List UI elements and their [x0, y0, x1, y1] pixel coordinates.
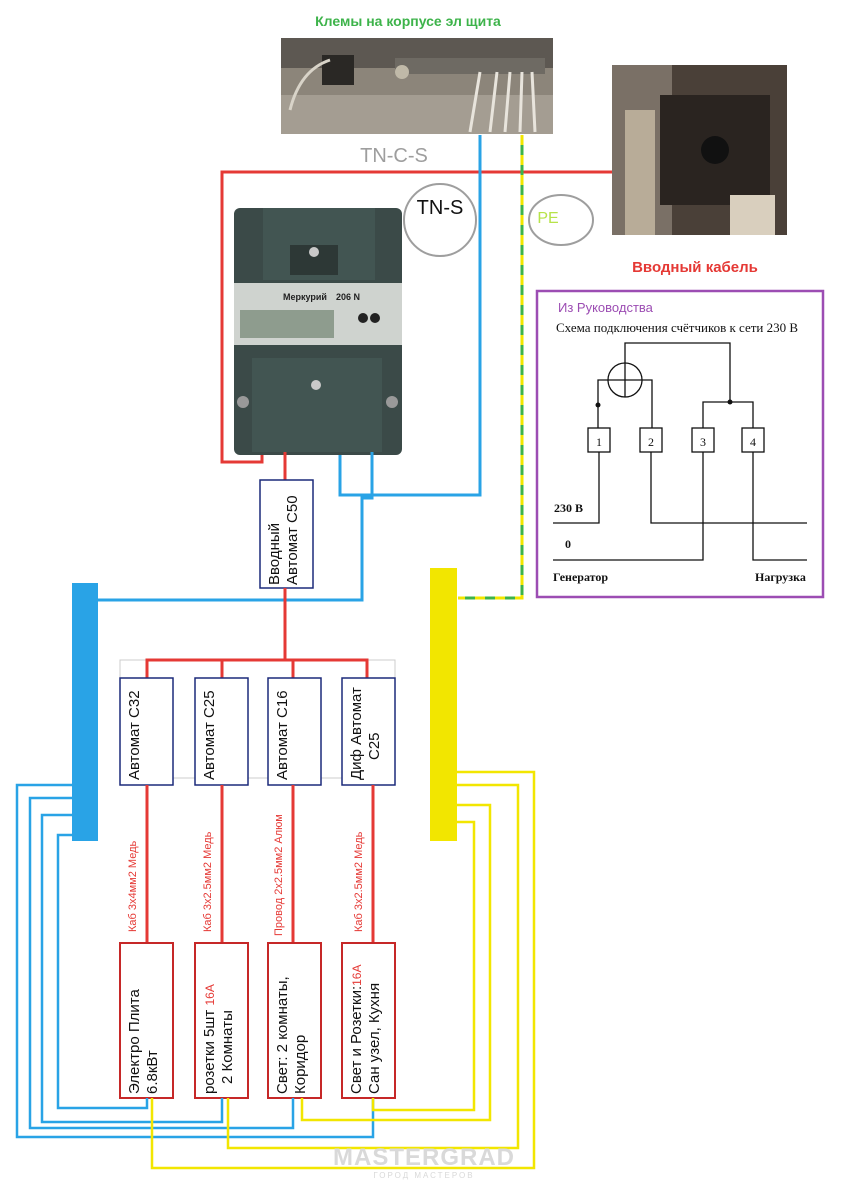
pe-return-wires	[150, 770, 536, 1170]
pe-label: PE	[537, 210, 558, 227]
load-kitchen	[341, 942, 396, 1099]
terminals-title: Клемы на корпусе эл щита	[315, 13, 501, 29]
load-kitchen-line2: Сан узел, Кухня	[366, 983, 383, 1094]
breaker-c16	[267, 677, 322, 786]
manual-panel	[535, 289, 825, 599]
load-sockets-line2: 2 Комнаты	[219, 1010, 236, 1084]
load-sockets-line1: розетки 5шт 16А	[201, 984, 218, 1094]
neutral-return-wires	[15, 783, 375, 1139]
manual-caption: Из Руководства	[558, 300, 654, 315]
main-breaker-box	[259, 479, 314, 589]
manual-terminal-2: 2	[648, 435, 654, 449]
manual-terminal-1: 1	[596, 435, 602, 449]
terminals-photo	[281, 38, 553, 134]
cable-label-1: Каб 3х4мм2 Медь	[127, 841, 139, 932]
load-light-line2: Коридор	[292, 1035, 309, 1094]
load-stove-line1: Электро Плита	[126, 989, 143, 1094]
manual-zero: 0	[565, 537, 571, 551]
load-light-line1: Свет: 2 комнаты,	[274, 976, 291, 1094]
breaker-c25	[194, 677, 249, 786]
pe-wire-green	[458, 135, 524, 600]
neutral-bus	[72, 583, 98, 841]
manual-terminal-4: 4	[750, 435, 756, 449]
neutral-to-bus	[98, 588, 364, 602]
load-stove-line2: 6.8кВт	[144, 1050, 161, 1094]
phase-distribution-bus	[145, 658, 369, 678]
manual-230v: 230 В	[554, 501, 583, 515]
pe-wire-yellow	[458, 135, 524, 600]
breaker-c32	[119, 677, 174, 786]
cable-label-2: Каб 3х2.5мм2 Медь	[202, 831, 214, 932]
manual-title: Схема подключения счётчиков к сети 230 В	[556, 320, 798, 335]
main-breaker-line1: Вводный	[266, 523, 283, 585]
neutral-meter-out	[360, 452, 374, 588]
load-light	[267, 942, 322, 1099]
manual-load: Нагрузка	[755, 570, 806, 584]
input-cable-photo	[612, 65, 787, 235]
watermark: MASTERGRAD	[333, 1144, 515, 1171]
tn-s-circle	[403, 183, 477, 257]
pe-bus	[430, 568, 457, 841]
breaker-rcbo-line2: С25	[366, 732, 383, 760]
watermark-sub: ГОРОД МАСТЕРОВ	[373, 1171, 474, 1180]
neutral-wire-input	[338, 135, 482, 497]
manual-schematic	[553, 342, 807, 561]
cable-label-4: Каб 3х2.5мм2 Медь	[353, 831, 365, 932]
load-sockets	[194, 942, 249, 1099]
tn-s-label: TN-S	[417, 197, 464, 219]
tn-c-s-label: TN-C-S	[360, 145, 428, 167]
breaker-c32-label: Автомат С32	[126, 690, 143, 780]
manual-terminal-3: 3	[700, 435, 706, 449]
cable-label-3: Провод 2х2.5мм2 Алюм	[273, 814, 285, 936]
phase-wire-input	[220, 170, 612, 464]
meter-brand: Меркурий	[283, 292, 327, 302]
meter-model: 206 N	[336, 292, 360, 302]
breaker-c16-label: Автомат С16	[274, 690, 291, 780]
manual-generator: Генератор	[553, 570, 608, 584]
load-kitchen-line1: Свет и Розетки:16А	[348, 965, 365, 1094]
main-breaker-line2: Автомат С50	[284, 495, 301, 585]
breaker-rcbo-c25	[341, 677, 396, 786]
pe-circle	[528, 194, 594, 246]
breaker-rcbo-line1: Диф Автомат	[348, 687, 365, 780]
input-cable-title: Вводный кабель	[632, 259, 758, 276]
breaker-c25-label: Автомат С25	[201, 690, 218, 780]
electricity-meter	[234, 208, 402, 455]
